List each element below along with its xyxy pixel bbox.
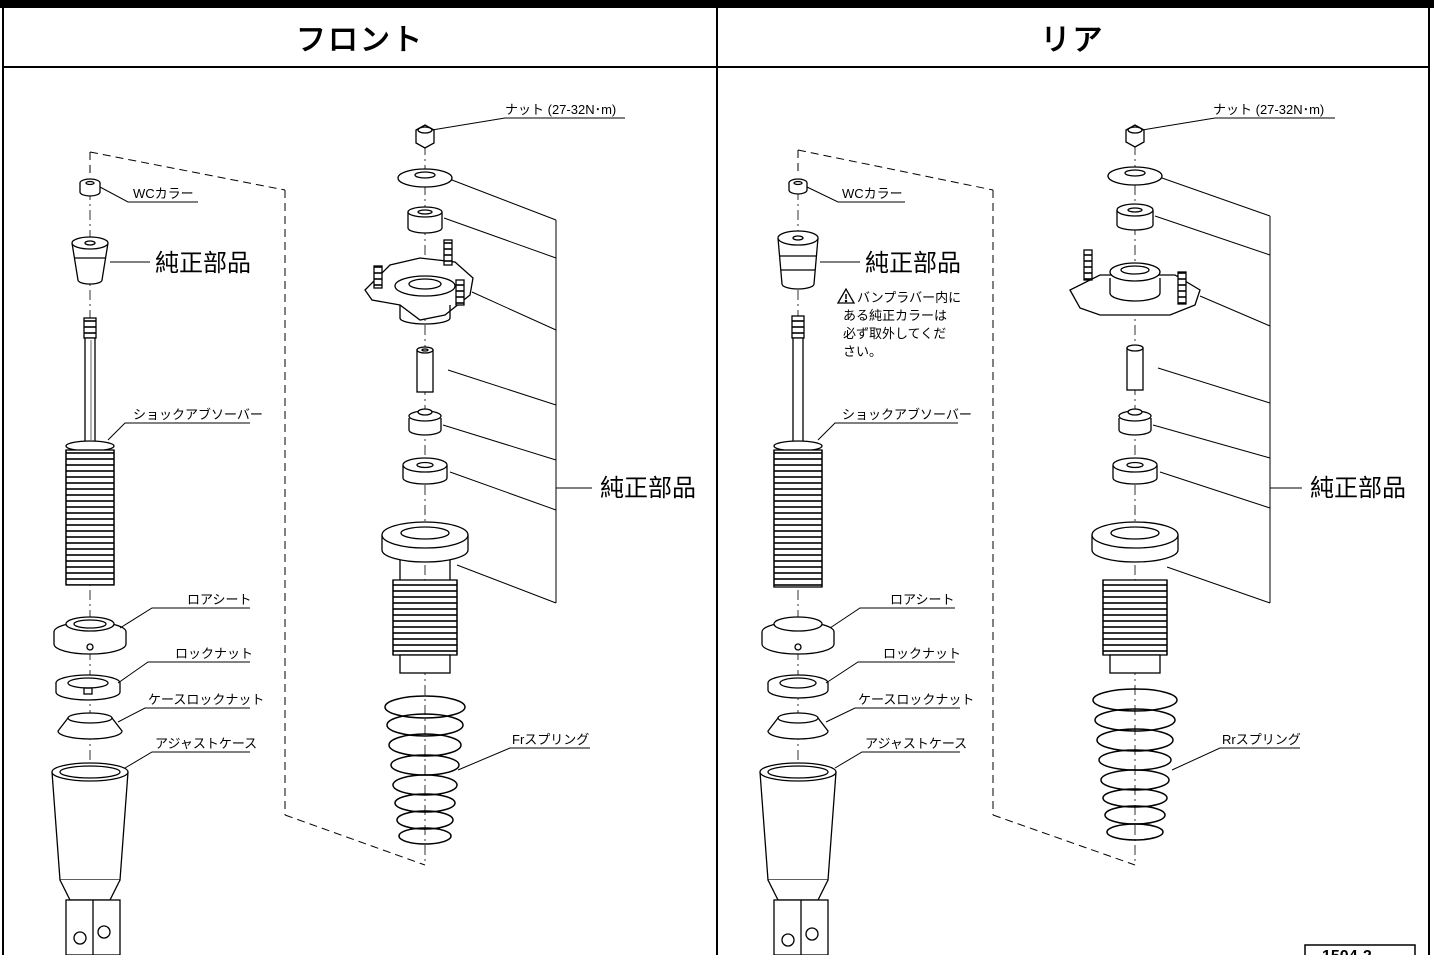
rear-lower-bushing-part xyxy=(1118,408,1152,436)
rear-lock-nut-label: ロックナット xyxy=(883,646,961,661)
lock-nut-part xyxy=(55,674,121,701)
front-lock-nut-label: ロックナット xyxy=(175,646,253,661)
front-header: フロント xyxy=(4,8,716,68)
front-diagram xyxy=(51,117,625,955)
front-lower-seat-label: ロアシート xyxy=(187,592,251,607)
front-shock-label: ショックアブソーバー xyxy=(133,407,263,422)
rear-case-lock-nut-part xyxy=(767,712,829,740)
front-nut-label: ナット (27-32N･m) xyxy=(505,102,616,117)
rear-piston-rod-part xyxy=(791,315,805,444)
rear-case-lock-nut-label: ケースロックナット xyxy=(858,692,974,707)
rear-upper-bushing-part xyxy=(1116,203,1154,231)
spring-seat-boot-part xyxy=(381,521,469,674)
piston-rod-part xyxy=(83,317,97,444)
rear-adjust-case-label: アジャストケース xyxy=(865,736,967,751)
collar-part xyxy=(416,346,434,393)
wc-collar-part xyxy=(79,178,101,197)
rear-nut-label: ナット (27-32N･m) xyxy=(1213,102,1324,117)
rear-diagram xyxy=(759,117,1335,955)
upper-bushing-part xyxy=(407,206,443,234)
front-spring-label: Frスプリング xyxy=(512,732,589,747)
page-number-box: 1504-2 xyxy=(1304,944,1416,955)
front-spring-part xyxy=(384,695,466,845)
front-genuine-top-label: 純正部品 xyxy=(155,250,251,277)
rear-genuine-top-label: 純正部品 xyxy=(865,250,961,277)
bump-stopper-part xyxy=(402,457,448,485)
rear-bump-stopper-part xyxy=(1112,457,1158,485)
rear-genuine-right-label: 純正部品 xyxy=(1310,475,1406,502)
rear-collar-part xyxy=(1126,344,1144,391)
warning-line-4: さい。 xyxy=(843,344,882,359)
bump-rubber-part xyxy=(71,236,109,285)
panel-divider xyxy=(716,8,718,955)
rear-wc-collar-part xyxy=(788,178,808,195)
rear-warning-note: バンプラバー内に ある純正カラーは 必ず取外してくだ さい。 xyxy=(843,290,961,359)
rear-upper-mount-part xyxy=(1069,249,1201,316)
upper-mount-part xyxy=(364,239,474,325)
rear-spring-seat-boot-part xyxy=(1091,521,1179,674)
page-number: 1504-2 xyxy=(1322,948,1372,955)
rear-lock-nut-part xyxy=(767,674,829,699)
adjust-case-part xyxy=(51,762,129,955)
front-case-lock-nut-label: ケースロックナット xyxy=(148,692,264,707)
lower-bushing-part xyxy=(408,408,442,436)
rear-spring-label: Rrスプリング xyxy=(1222,732,1301,747)
rear-header: リア xyxy=(717,8,1428,68)
lower-seat-part xyxy=(53,616,127,655)
top-bar xyxy=(0,0,1434,8)
front-adjust-case-label: アジャストケース xyxy=(155,736,257,751)
rear-shock-body-part xyxy=(773,440,823,588)
rear-wc-collar-label: WCカラー xyxy=(842,186,903,201)
rear-washer-part xyxy=(1107,166,1163,186)
rear-top-nut-part xyxy=(1125,124,1145,148)
shock-body-part xyxy=(65,440,115,586)
washer-part xyxy=(397,168,453,188)
warning-line-3: 必ず取外してくだ xyxy=(843,326,946,341)
page-frame xyxy=(2,8,1430,955)
rear-spring-part xyxy=(1092,688,1178,841)
case-lock-nut-part xyxy=(57,712,123,740)
rear-shock-label: ショックアブソーバー xyxy=(842,407,972,422)
warning-line-2: ある純正カラーは xyxy=(843,308,947,323)
top-nut-part xyxy=(415,124,435,149)
rear-adjust-case-part xyxy=(759,762,837,955)
front-wc-collar-label: WCカラー xyxy=(133,186,194,201)
rear-lower-seat-label: ロアシート xyxy=(890,592,954,607)
rear-lower-seat-part xyxy=(761,616,835,655)
rear-bump-rubber-part xyxy=(777,230,819,290)
front-genuine-right-label: 純正部品 xyxy=(600,475,696,502)
warning-icon xyxy=(836,287,856,304)
warning-line-1: バンプラバー内に xyxy=(857,290,961,305)
